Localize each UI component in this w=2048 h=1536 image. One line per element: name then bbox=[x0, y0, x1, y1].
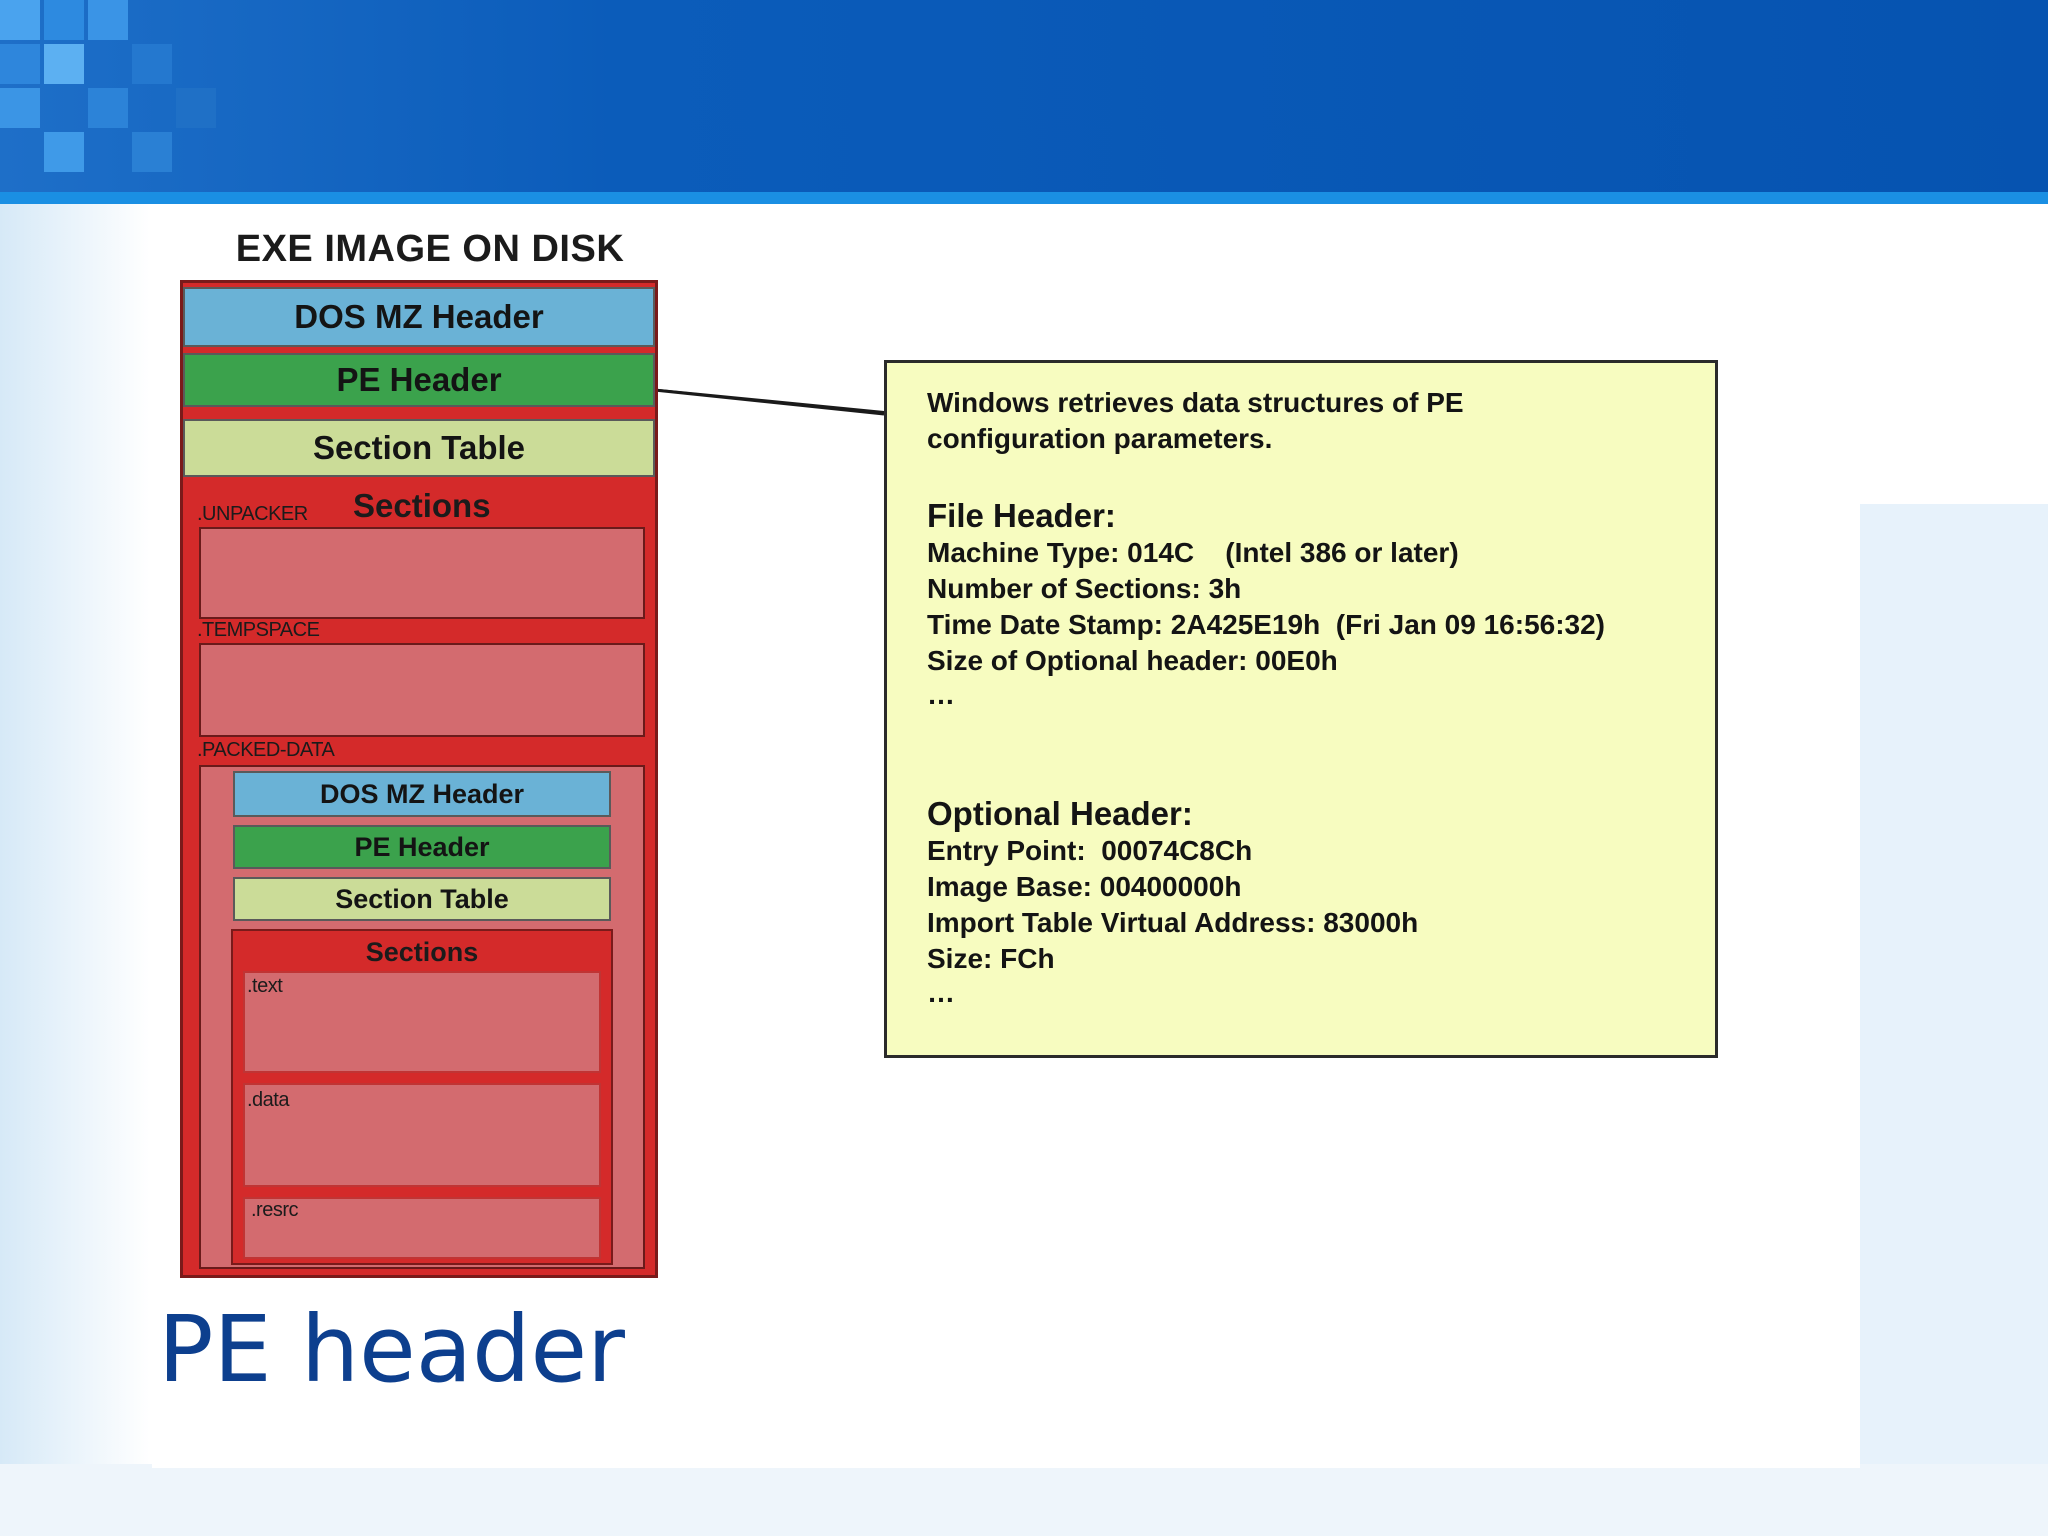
inner-pe-header-block: PE Header bbox=[233, 825, 611, 869]
packed-data-section: DOS MZ Header PE Header Section Table Se… bbox=[199, 765, 645, 1269]
disk-image-title: EXE IMAGE ON DISK bbox=[235, 228, 625, 270]
data-section-label: .data bbox=[247, 1089, 289, 1111]
unpacker-label: .UNPACKER bbox=[197, 503, 308, 525]
background-wash bbox=[0, 204, 2048, 1536]
tempspace-section bbox=[199, 643, 645, 737]
section-table-label: Section Table bbox=[312, 429, 526, 466]
callout-intro-line-2: configuration parameters. bbox=[927, 423, 1273, 454]
pe-header-block: PE Header bbox=[183, 353, 655, 407]
inner-dos-mz-header-block: DOS MZ Header bbox=[233, 771, 611, 817]
callout-intro-line-1: Windows retrieves data structures of PE bbox=[927, 387, 1464, 418]
unpacker-section bbox=[199, 527, 645, 619]
packed-data-label: .PACKED-DATA bbox=[197, 739, 335, 761]
machine-type-line: Machine Type: 014C (Intel 386 or later) bbox=[927, 537, 1459, 568]
data-section: .data bbox=[243, 1083, 601, 1187]
optional-header-title: Optional Header: bbox=[927, 795, 1193, 832]
tempspace-label: .TEMPSPACE bbox=[197, 619, 320, 641]
pe-header-callout: Windows retrieves data structures of PE … bbox=[884, 360, 1718, 1058]
text-section: .text bbox=[243, 971, 601, 1073]
title-banner bbox=[0, 0, 2048, 192]
time-date-stamp-line: Time Date Stamp: 2A425E19h (Fri Jan 09 1… bbox=[927, 609, 1606, 640]
pe-header-label: PE Header bbox=[336, 361, 502, 398]
inner-dos-mz-header-label: DOS MZ Header bbox=[319, 779, 525, 809]
size-of-optional-header-line: Size of Optional header: 00E0h bbox=[927, 645, 1338, 676]
entry-point-line: Entry Point: 00074C8Ch bbox=[927, 835, 1253, 866]
text-section-label: .text bbox=[247, 975, 283, 997]
decorative-tiles bbox=[0, 0, 216, 172]
image-base-line: Image Base: 00400000h bbox=[927, 871, 1242, 902]
number-of-sections-line: Number of Sections: 3h bbox=[927, 573, 1242, 604]
import-table-line: Import Table Virtual Address: 83000h bbox=[927, 907, 1419, 938]
optional-header-ellipsis: … bbox=[927, 977, 955, 1008]
inner-section-table-block: Section Table bbox=[233, 877, 611, 921]
inner-sections-block: Sections .text .data .resrc bbox=[231, 929, 613, 1265]
dos-mz-header-label: DOS MZ Header bbox=[294, 298, 544, 335]
size-line: Size: FCh bbox=[927, 943, 1055, 974]
sections-title: Sections bbox=[353, 487, 491, 524]
inner-pe-header-label: PE Header bbox=[354, 832, 490, 862]
inner-sections-title: Sections bbox=[365, 937, 479, 967]
resrc-section: .resrc bbox=[243, 1197, 601, 1259]
dos-mz-header-block: DOS MZ Header bbox=[183, 287, 655, 347]
resrc-section-label: .resrc bbox=[251, 1199, 299, 1221]
banner-accent-stripe bbox=[0, 192, 2048, 204]
file-header-ellipsis: … bbox=[927, 679, 955, 710]
inner-section-table-label: Section Table bbox=[335, 884, 509, 914]
slide-title: PE header bbox=[158, 1296, 625, 1403]
exe-image-column: DOS MZ Header PE Header Section Table Se… bbox=[180, 280, 658, 1278]
file-header-title: File Header: bbox=[927, 497, 1116, 534]
section-table-block: Section Table bbox=[183, 419, 655, 477]
